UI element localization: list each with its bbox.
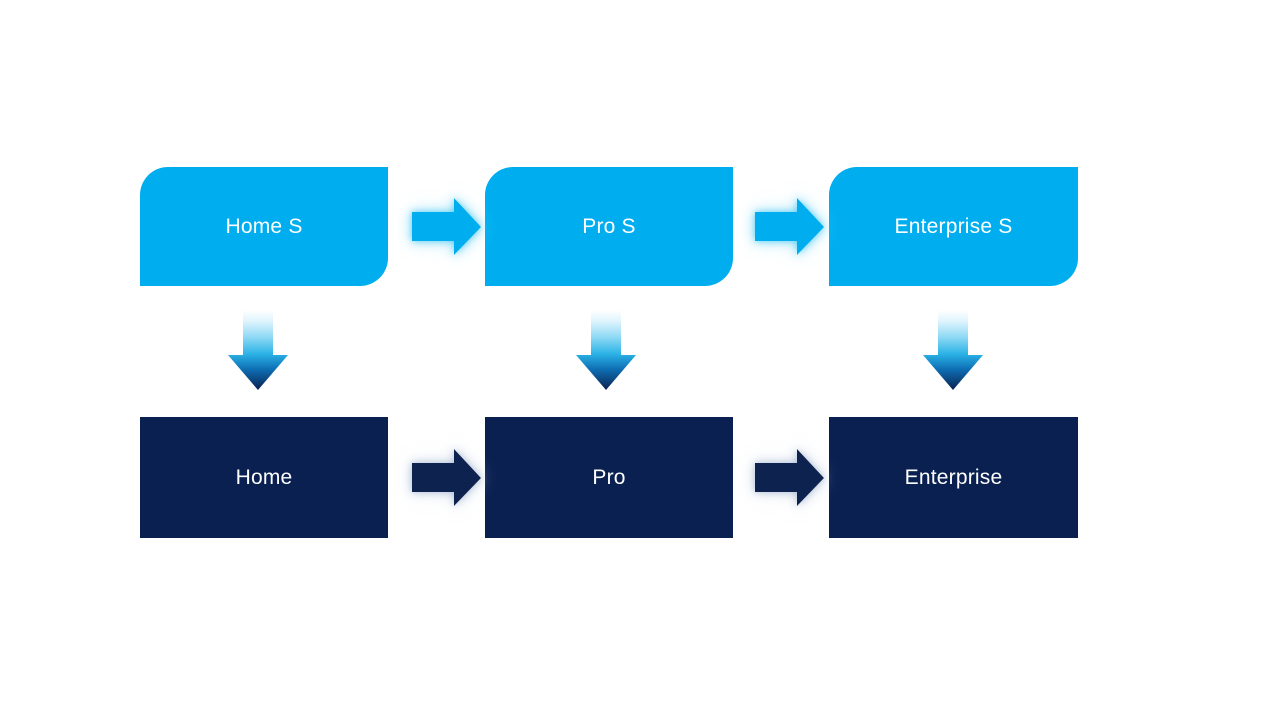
node-enterprise[interactable]: Enterprise <box>829 417 1078 538</box>
node-pro-s-label: Pro S <box>582 214 636 238</box>
down-arrow-icon <box>923 310 983 390</box>
connector-enterprise-s-to-enterprise[interactable] <box>923 310 983 390</box>
node-enterprise-label: Enterprise <box>904 465 1003 489</box>
right-arrow-icon <box>755 449 824 506</box>
connector-home-to-pro[interactable] <box>412 449 481 506</box>
connector-pro-s-to-enterprise-s[interactable] <box>755 198 824 255</box>
connector-pro-s-to-pro[interactable] <box>576 310 636 390</box>
connector-home-s-to-home[interactable] <box>228 310 288 390</box>
down-arrow-icon <box>228 310 288 390</box>
node-pro-s[interactable]: Pro S <box>485 167 733 286</box>
down-arrow-icon <box>576 310 636 390</box>
connector-pro-to-enterprise[interactable] <box>755 449 824 506</box>
right-arrow-icon <box>412 449 481 506</box>
node-pro-label: Pro <box>592 465 626 489</box>
connector-home-s-to-pro-s[interactable] <box>412 198 481 255</box>
node-pro[interactable]: Pro <box>485 417 733 538</box>
right-arrow-icon <box>755 198 824 255</box>
node-home-label: Home <box>235 465 293 489</box>
node-enterprise-s-label: Enterprise S <box>894 214 1013 238</box>
right-arrow-icon <box>412 198 481 255</box>
node-home-s[interactable]: Home S <box>140 167 388 286</box>
node-home-s-label: Home S <box>225 214 303 238</box>
node-home[interactable]: Home <box>140 417 388 538</box>
node-enterprise-s[interactable]: Enterprise S <box>829 167 1078 286</box>
